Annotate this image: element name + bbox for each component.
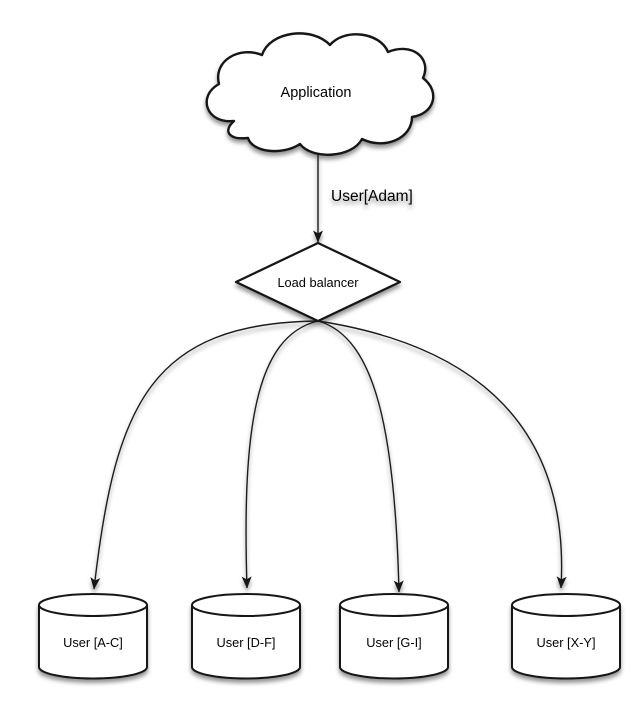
load-balancer-label: Load balancer <box>277 275 359 290</box>
lb-to-shard-1-arrow <box>90 320 319 590</box>
shard-3-label: User [G-I] <box>366 635 421 650</box>
cylinder-body <box>339 605 449 680</box>
cloud-shape <box>205 32 435 156</box>
shard-4-label: User [X-Y] <box>536 635 595 650</box>
shard-cylinder-2: User [D-F] <box>191 593 301 680</box>
load-balancer-diamond-node: Load balancer <box>234 241 402 323</box>
cylinder-body <box>191 605 301 680</box>
cylinder-body <box>511 605 621 680</box>
shard-cylinder-3: User [G-I] <box>339 593 449 680</box>
lb-to-shard-3-arrow <box>317 320 404 593</box>
cylinder-top <box>339 593 449 617</box>
edge-label-user-adam: User[Adam] <box>331 188 413 205</box>
cylinder-top <box>38 593 148 617</box>
cylinder-top <box>511 593 621 617</box>
application-cloud-node: Application <box>205 32 435 156</box>
shard-2-label: User [D-F] <box>216 635 275 650</box>
cylinder-top <box>191 593 301 617</box>
application-label: Application <box>281 85 352 101</box>
lb-to-shard-4-arrow <box>317 320 567 589</box>
lb-to-shards-arrows <box>90 320 567 593</box>
shard-1-label: User [A-C] <box>63 635 123 650</box>
lb-to-shard-2-arrow <box>241 320 319 589</box>
shard-cylinder-1: User [A-C] <box>38 593 148 680</box>
diamond-shape <box>234 241 402 323</box>
cylinder-body <box>38 605 148 680</box>
shard-cylinder-4: User [X-Y] <box>511 593 621 680</box>
